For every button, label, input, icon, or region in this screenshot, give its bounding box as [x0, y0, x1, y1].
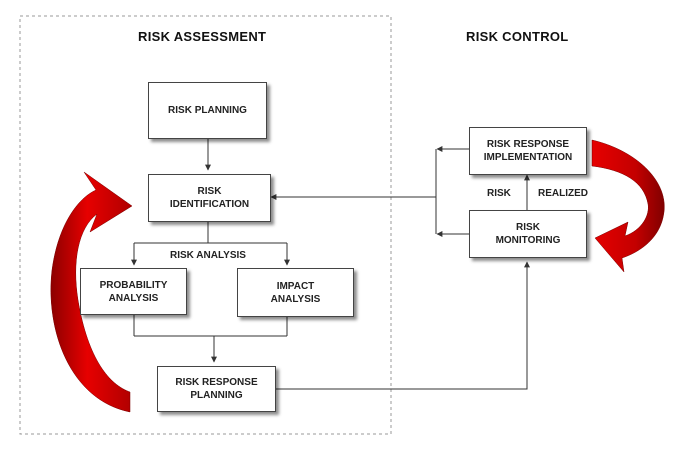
- realized-label: REALIZED: [538, 188, 588, 199]
- risk-monitoring-box: RISK MONITORING: [469, 210, 587, 258]
- risk-response-implementation-box: RISK RESPONSE IMPLEMENTATION: [469, 127, 587, 175]
- risk-response-planning-label: RISK RESPONSE PLANNING: [175, 377, 258, 401]
- risk-identification-label: RISK IDENTIFICATION: [169, 186, 250, 210]
- risk-monitoring-label: RISK MONITORING: [495, 222, 561, 246]
- risk-identification-box: RISK IDENTIFICATION: [148, 174, 271, 222]
- risk-planning-box: RISK PLANNING: [148, 82, 267, 139]
- risk-label: RISK: [487, 188, 511, 199]
- probability-analysis-label: PROBABILITY ANALYSIS: [99, 279, 168, 304]
- left-cycle-arrow-icon: [50, 171, 133, 413]
- risk-analysis-label: RISK ANALYSIS: [170, 250, 246, 261]
- right-cycle-arrow-icon: [591, 139, 665, 273]
- risk-response-planning-box: RISK RESPONSE PLANNING: [157, 366, 276, 412]
- risk-assessment-title: RISK ASSESSMENT: [138, 29, 267, 44]
- impact-analysis-box: IMPACT ANALYSIS: [237, 268, 354, 317]
- assessment-region-border: [19, 15, 392, 435]
- connector-planning-to-monitoring: [276, 261, 530, 390]
- impact-analysis-label: IMPACT ANALYSIS: [270, 280, 321, 305]
- risk-control-title: RISK CONTROL: [466, 29, 569, 44]
- probability-analysis-box: PROBABILITY ANALYSIS: [80, 268, 187, 315]
- risk-response-implementation-label: RISK RESPONSE IMPLEMENTATION: [483, 139, 573, 163]
- risk-planning-label: RISK PLANNING: [168, 105, 247, 116]
